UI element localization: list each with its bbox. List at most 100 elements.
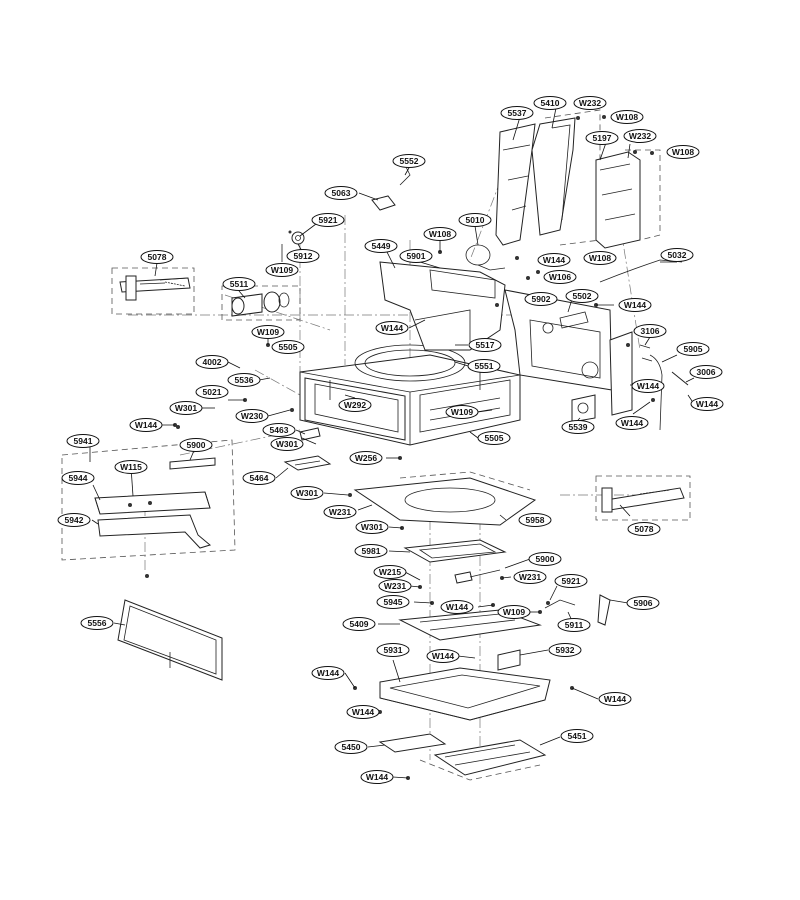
callout-5410: 5410 xyxy=(533,96,567,110)
callout-5511: 5511 xyxy=(222,277,256,291)
callout-text: W230 xyxy=(241,411,263,421)
callout-text: 5981 xyxy=(362,546,381,556)
callout-ellipse xyxy=(690,397,724,411)
callout-ellipse xyxy=(354,544,388,558)
base-frame-5931 xyxy=(379,667,551,721)
callout-text: 4002 xyxy=(203,357,222,367)
callout-text: W144 xyxy=(621,418,643,428)
callout-ellipse xyxy=(195,385,229,399)
callout-w115: W115 xyxy=(114,460,148,474)
callout-ellipse xyxy=(518,513,552,527)
callout-ellipse xyxy=(631,379,665,393)
callout-w144: W144 xyxy=(537,253,571,267)
callout-w231: W231 xyxy=(323,505,357,519)
callout-text: W231 xyxy=(384,581,406,591)
callout-5921: 5921 xyxy=(311,213,345,227)
callout-5409: 5409 xyxy=(342,617,376,631)
callout-ellipse xyxy=(169,401,203,415)
callout-ellipse xyxy=(623,129,657,143)
callout-ellipse xyxy=(364,239,398,253)
grill-heater-5941 xyxy=(61,439,236,561)
callout-text: 5556 xyxy=(88,618,107,628)
callout-w144: W144 xyxy=(426,649,460,663)
callout-ellipse xyxy=(548,643,582,657)
callout-text: 5942 xyxy=(65,515,84,525)
callout-w109: W109 xyxy=(445,405,479,419)
callout-5078: 5078 xyxy=(140,250,174,264)
callout-w108: W108 xyxy=(666,145,700,159)
callout-ellipse xyxy=(262,423,296,437)
callout-ellipse xyxy=(195,355,229,369)
callout-text: W108 xyxy=(672,147,694,157)
oven-cavity xyxy=(299,344,521,446)
callout-5517: 5517 xyxy=(468,338,502,352)
callout-w301: W301 xyxy=(169,401,203,415)
callout-text: 5911 xyxy=(565,620,584,630)
callout-5063: 5063 xyxy=(324,186,358,200)
bottom-covers xyxy=(378,733,547,781)
plate-5409 xyxy=(398,609,542,671)
callout-w109: W109 xyxy=(265,263,299,277)
callout-text: W292 xyxy=(344,400,366,410)
callout-5078: 5078 xyxy=(627,522,661,536)
callout-ellipse xyxy=(633,324,667,338)
callout-text: 5517 xyxy=(476,340,495,350)
callout-text: 5905 xyxy=(684,344,703,354)
callout-ellipse xyxy=(458,213,492,227)
callout-ellipse xyxy=(349,451,383,465)
callout-text: 5505 xyxy=(485,433,504,443)
callout-text: W231 xyxy=(519,572,541,582)
callout-text: 5901 xyxy=(407,251,426,261)
callout-text: W301 xyxy=(175,403,197,413)
callout-5010: 5010 xyxy=(458,213,492,227)
callout-w108: W108 xyxy=(423,227,457,241)
callout-text: W108 xyxy=(589,253,611,263)
callout-text: W108 xyxy=(429,229,451,239)
callout-text: W144 xyxy=(432,651,454,661)
callout-text: W232 xyxy=(579,98,601,108)
callout-w232: W232 xyxy=(573,96,607,110)
callout-ellipse xyxy=(290,486,324,500)
callout-w144: W144 xyxy=(311,666,345,680)
callout-w301: W301 xyxy=(290,486,324,500)
callout-5451: 5451 xyxy=(560,729,594,743)
callout-ellipse xyxy=(378,579,412,593)
callout-5921: 5921 xyxy=(554,574,588,588)
callout-text: W108 xyxy=(616,112,638,122)
callout-5906: 5906 xyxy=(626,596,660,610)
callout-5537: 5537 xyxy=(500,106,534,120)
callout-ellipse xyxy=(533,96,567,110)
callout-text: 5906 xyxy=(634,598,653,608)
callout-ellipse xyxy=(242,471,276,485)
callout-ellipse xyxy=(660,248,694,262)
callout-ellipse xyxy=(114,460,148,474)
callout-5981: 5981 xyxy=(354,544,388,558)
callout-5958: 5958 xyxy=(518,513,552,527)
callout-text: 5902 xyxy=(532,294,551,304)
callout-w106: W106 xyxy=(543,270,577,284)
callout-text: 5537 xyxy=(508,108,527,118)
callout-text: 5511 xyxy=(230,279,249,289)
callout-text: W144 xyxy=(624,300,646,310)
callout-5551: 5551 xyxy=(467,359,501,373)
callout-5536: 5536 xyxy=(227,373,261,387)
base-plate-5958 xyxy=(353,471,537,526)
callout-text: 5063 xyxy=(332,188,351,198)
callout-ellipse xyxy=(583,251,617,265)
callout-ellipse xyxy=(235,409,269,423)
callout-text: 5505 xyxy=(279,342,298,352)
callout-5021: 5021 xyxy=(195,385,229,399)
callout-text: 5944 xyxy=(69,473,88,483)
callout-w232: W232 xyxy=(623,129,657,143)
callout-5032: 5032 xyxy=(660,248,694,262)
callout-ellipse xyxy=(676,342,710,356)
sensor-wire-5906 xyxy=(544,594,611,626)
callout-w144: W144 xyxy=(129,418,163,432)
callout-w292: W292 xyxy=(338,398,372,412)
callout-ellipse xyxy=(565,289,599,303)
callout-text: 5900 xyxy=(536,554,555,564)
callout-text: 5409 xyxy=(350,619,369,629)
callout-ellipse xyxy=(468,338,502,352)
